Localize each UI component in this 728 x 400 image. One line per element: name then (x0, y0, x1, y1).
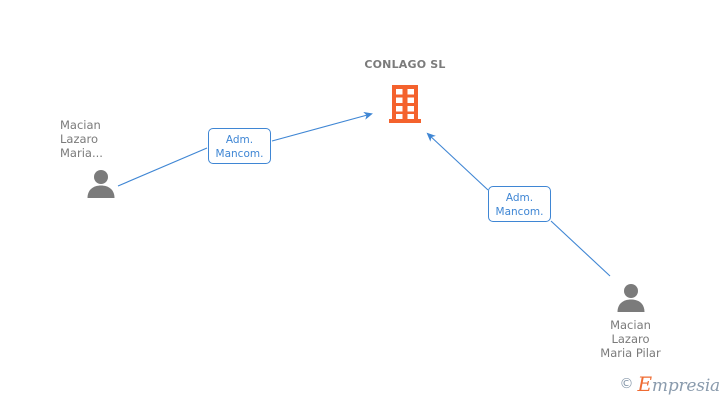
copyright-icon: © (619, 376, 634, 392)
edge-person-left-to-label (117, 147, 208, 187)
relation-label-right[interactable]: Adm. Mancom. (488, 186, 551, 222)
edge-label-to-company-left (271, 111, 373, 142)
relation-label-left[interactable]: Adm. Mancom. (208, 128, 271, 164)
person-right-name-label: Macian Lazaro Maria Pilar (600, 318, 661, 360)
person-avatar-icon (87, 170, 115, 198)
company-node[interactable]: CONLAGO SL (340, 58, 470, 123)
edge-person-right-to-label (550, 220, 611, 277)
brand-rest: mpresia (651, 376, 720, 396)
person-node-right[interactable]: Macian Lazaro Maria Pilar (578, 282, 683, 360)
brand-name: Empresia (638, 372, 721, 396)
brand-initial: E (637, 372, 653, 396)
company-name-label: CONLAGO SL (364, 58, 446, 71)
watermark: © Empresia (620, 372, 721, 396)
person-avatar-icon (617, 284, 644, 312)
person-left-name-label: Macian Lazaro Maria... (60, 118, 103, 160)
person-node-left[interactable]: Macian Lazaro Maria... (60, 118, 170, 198)
building-icon (389, 85, 421, 123)
edge-label-to-company-right (426, 132, 489, 191)
